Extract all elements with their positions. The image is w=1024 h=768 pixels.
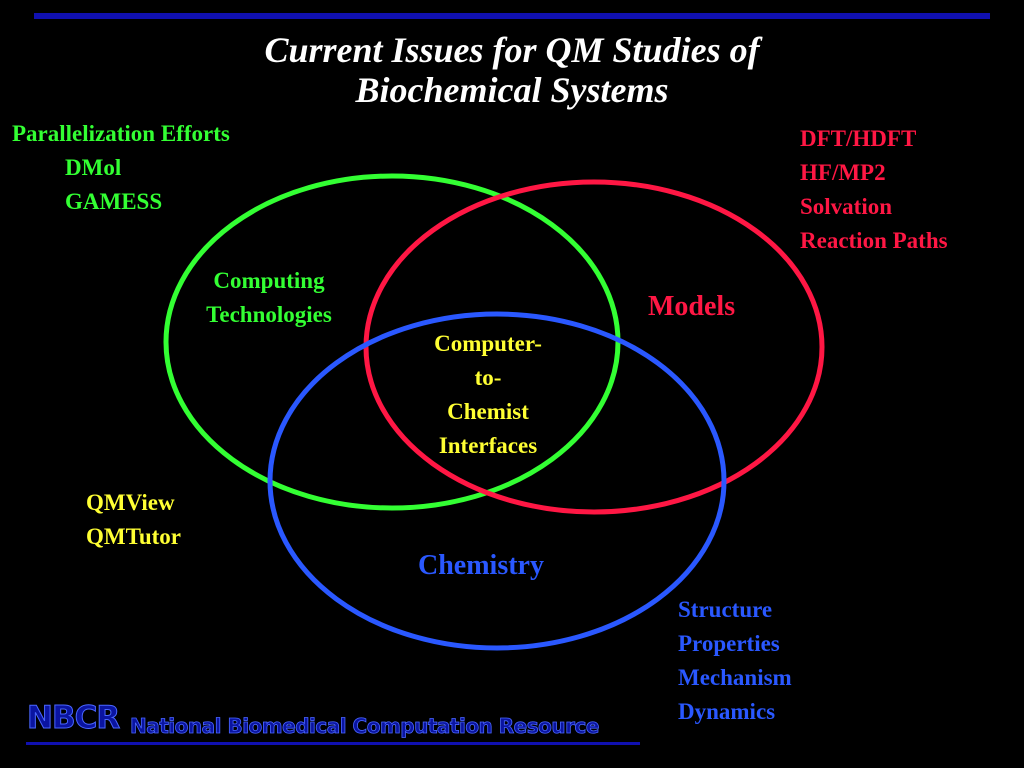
tools-list-item: QMTutor [86, 524, 181, 549]
top-rule [34, 13, 990, 19]
models-list-item: Reaction Paths [800, 228, 948, 253]
models-list-item: Solvation [800, 194, 893, 219]
chemistry-list-item: Properties [678, 631, 780, 656]
intersection-label-line: Computer- [434, 331, 542, 356]
tools-list-item: QMView [86, 490, 175, 515]
parallelization-block: Parallelization Efforts DMol GAMESS [12, 117, 230, 219]
footer-rule [26, 742, 640, 745]
parallelization-heading: Parallelization Efforts [12, 121, 230, 146]
models-list-item: DFT/HDFT [800, 126, 917, 151]
title-line-1: Current Issues for QM Studies of [264, 30, 760, 70]
title-line-2: Biochemical Systems [355, 70, 669, 110]
footer-organization-name: National Biomedical Computation Resource [130, 714, 600, 739]
computing-label-line-1: Computing [213, 268, 325, 293]
chemistry-list-item: Structure [678, 597, 773, 622]
tools-list: QMView QMTutor [86, 486, 181, 554]
intersection-label-line: to- [474, 365, 502, 390]
chemistry-list: Structure Properties Mechanism Dynamics [678, 593, 792, 729]
chemistry-list-item: Mechanism [678, 665, 792, 690]
nbcr-logo: NBCR [26, 700, 120, 737]
intersection-label: Computer- to- Chemist Interfaces [410, 327, 566, 463]
computing-label: Computing Technologies [188, 264, 350, 332]
models-label: Models [648, 291, 736, 322]
parallelization-item-gamess: GAMESS [65, 189, 163, 214]
page-title: Current Issues for QM Studies of Biochem… [0, 30, 1024, 110]
intersection-label-line: Chemist [447, 399, 529, 424]
chemistry-list-item: Dynamics [678, 699, 776, 724]
models-list-item: HF/MP2 [800, 160, 886, 185]
chemistry-label: Chemistry [418, 550, 544, 581]
intersection-label-line: Interfaces [438, 433, 538, 458]
models-list: DFT/HDFT HF/MP2 Solvation Reaction Paths [800, 122, 948, 258]
computing-label-line-2: Technologies [206, 302, 332, 327]
chemistry-circle [267, 311, 727, 651]
parallelization-item-dmol: DMol [65, 155, 122, 180]
